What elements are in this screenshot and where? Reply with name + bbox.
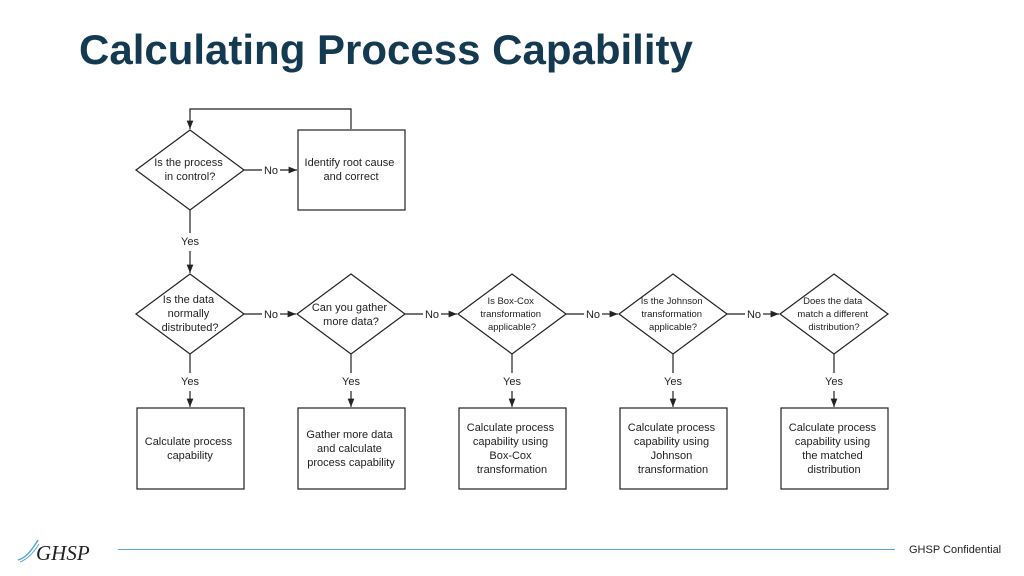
- yes-label-5: Yes: [664, 376, 682, 388]
- yes-label-4: Yes: [503, 376, 521, 388]
- no-label-2: No: [264, 309, 278, 321]
- logo-swoosh-icon: [17, 539, 39, 561]
- outcome-matched-distribution-label: Calculate process capability using the m…: [789, 422, 880, 476]
- no-label-1: No: [264, 165, 278, 177]
- confidential-label: GHSP Confidential: [909, 544, 1002, 556]
- decision-box-cox-label: Is Box-Cox transformation applicable?: [480, 296, 543, 333]
- decision-johnson-label: Is the Johnson transformation applicable…: [641, 296, 705, 333]
- decision-gather-more-data: [295, 273, 407, 355]
- ghsp-logo: GHSP: [17, 539, 90, 565]
- outcome-gather-more-data-label: Gather more data and calculate process c…: [306, 429, 395, 469]
- yes-label-1: Yes: [181, 236, 199, 248]
- outcome-calculate-capability-label: Calculate process capability: [145, 436, 236, 462]
- yes-label-6: Yes: [825, 376, 843, 388]
- logo-wordmark: GHSP: [36, 541, 90, 565]
- footer-divider: [118, 549, 895, 550]
- outcome-gather-more-data: [297, 407, 406, 490]
- corrective-action-label: Identify root cause and correct: [305, 157, 398, 183]
- decision-in-control: [134, 129, 246, 211]
- outcome-box-cox-label: Calculate process capability using Box-C…: [467, 422, 558, 476]
- no-label-5: No: [747, 309, 761, 321]
- outcome-matched-distribution: [780, 407, 889, 490]
- page-title: Calculating Process Capability: [79, 26, 693, 73]
- yes-label-2: Yes: [181, 376, 199, 388]
- decision-gather-more-data-label: Can you gather more data?: [312, 302, 390, 328]
- outcome-johnson-label: Calculate process capability using Johns…: [628, 422, 719, 476]
- no-label-3: No: [425, 309, 439, 321]
- feedback-loop-connector: [186, 108, 352, 129]
- decision-different-distribution-label: Does the data match a different distribu…: [797, 296, 870, 333]
- outcome-johnson: [619, 407, 728, 490]
- decision-in-control-label: Is the process in control?: [154, 157, 226, 183]
- yes-label-3: Yes: [342, 376, 360, 388]
- no-label-4: No: [586, 309, 600, 321]
- outcome-calculate-capability: [136, 407, 245, 490]
- outcome-box-cox: [458, 407, 567, 490]
- decision-normally-distributed-label: Is the data normally distributed?: [162, 294, 219, 334]
- corrective-action-box: [297, 129, 406, 211]
